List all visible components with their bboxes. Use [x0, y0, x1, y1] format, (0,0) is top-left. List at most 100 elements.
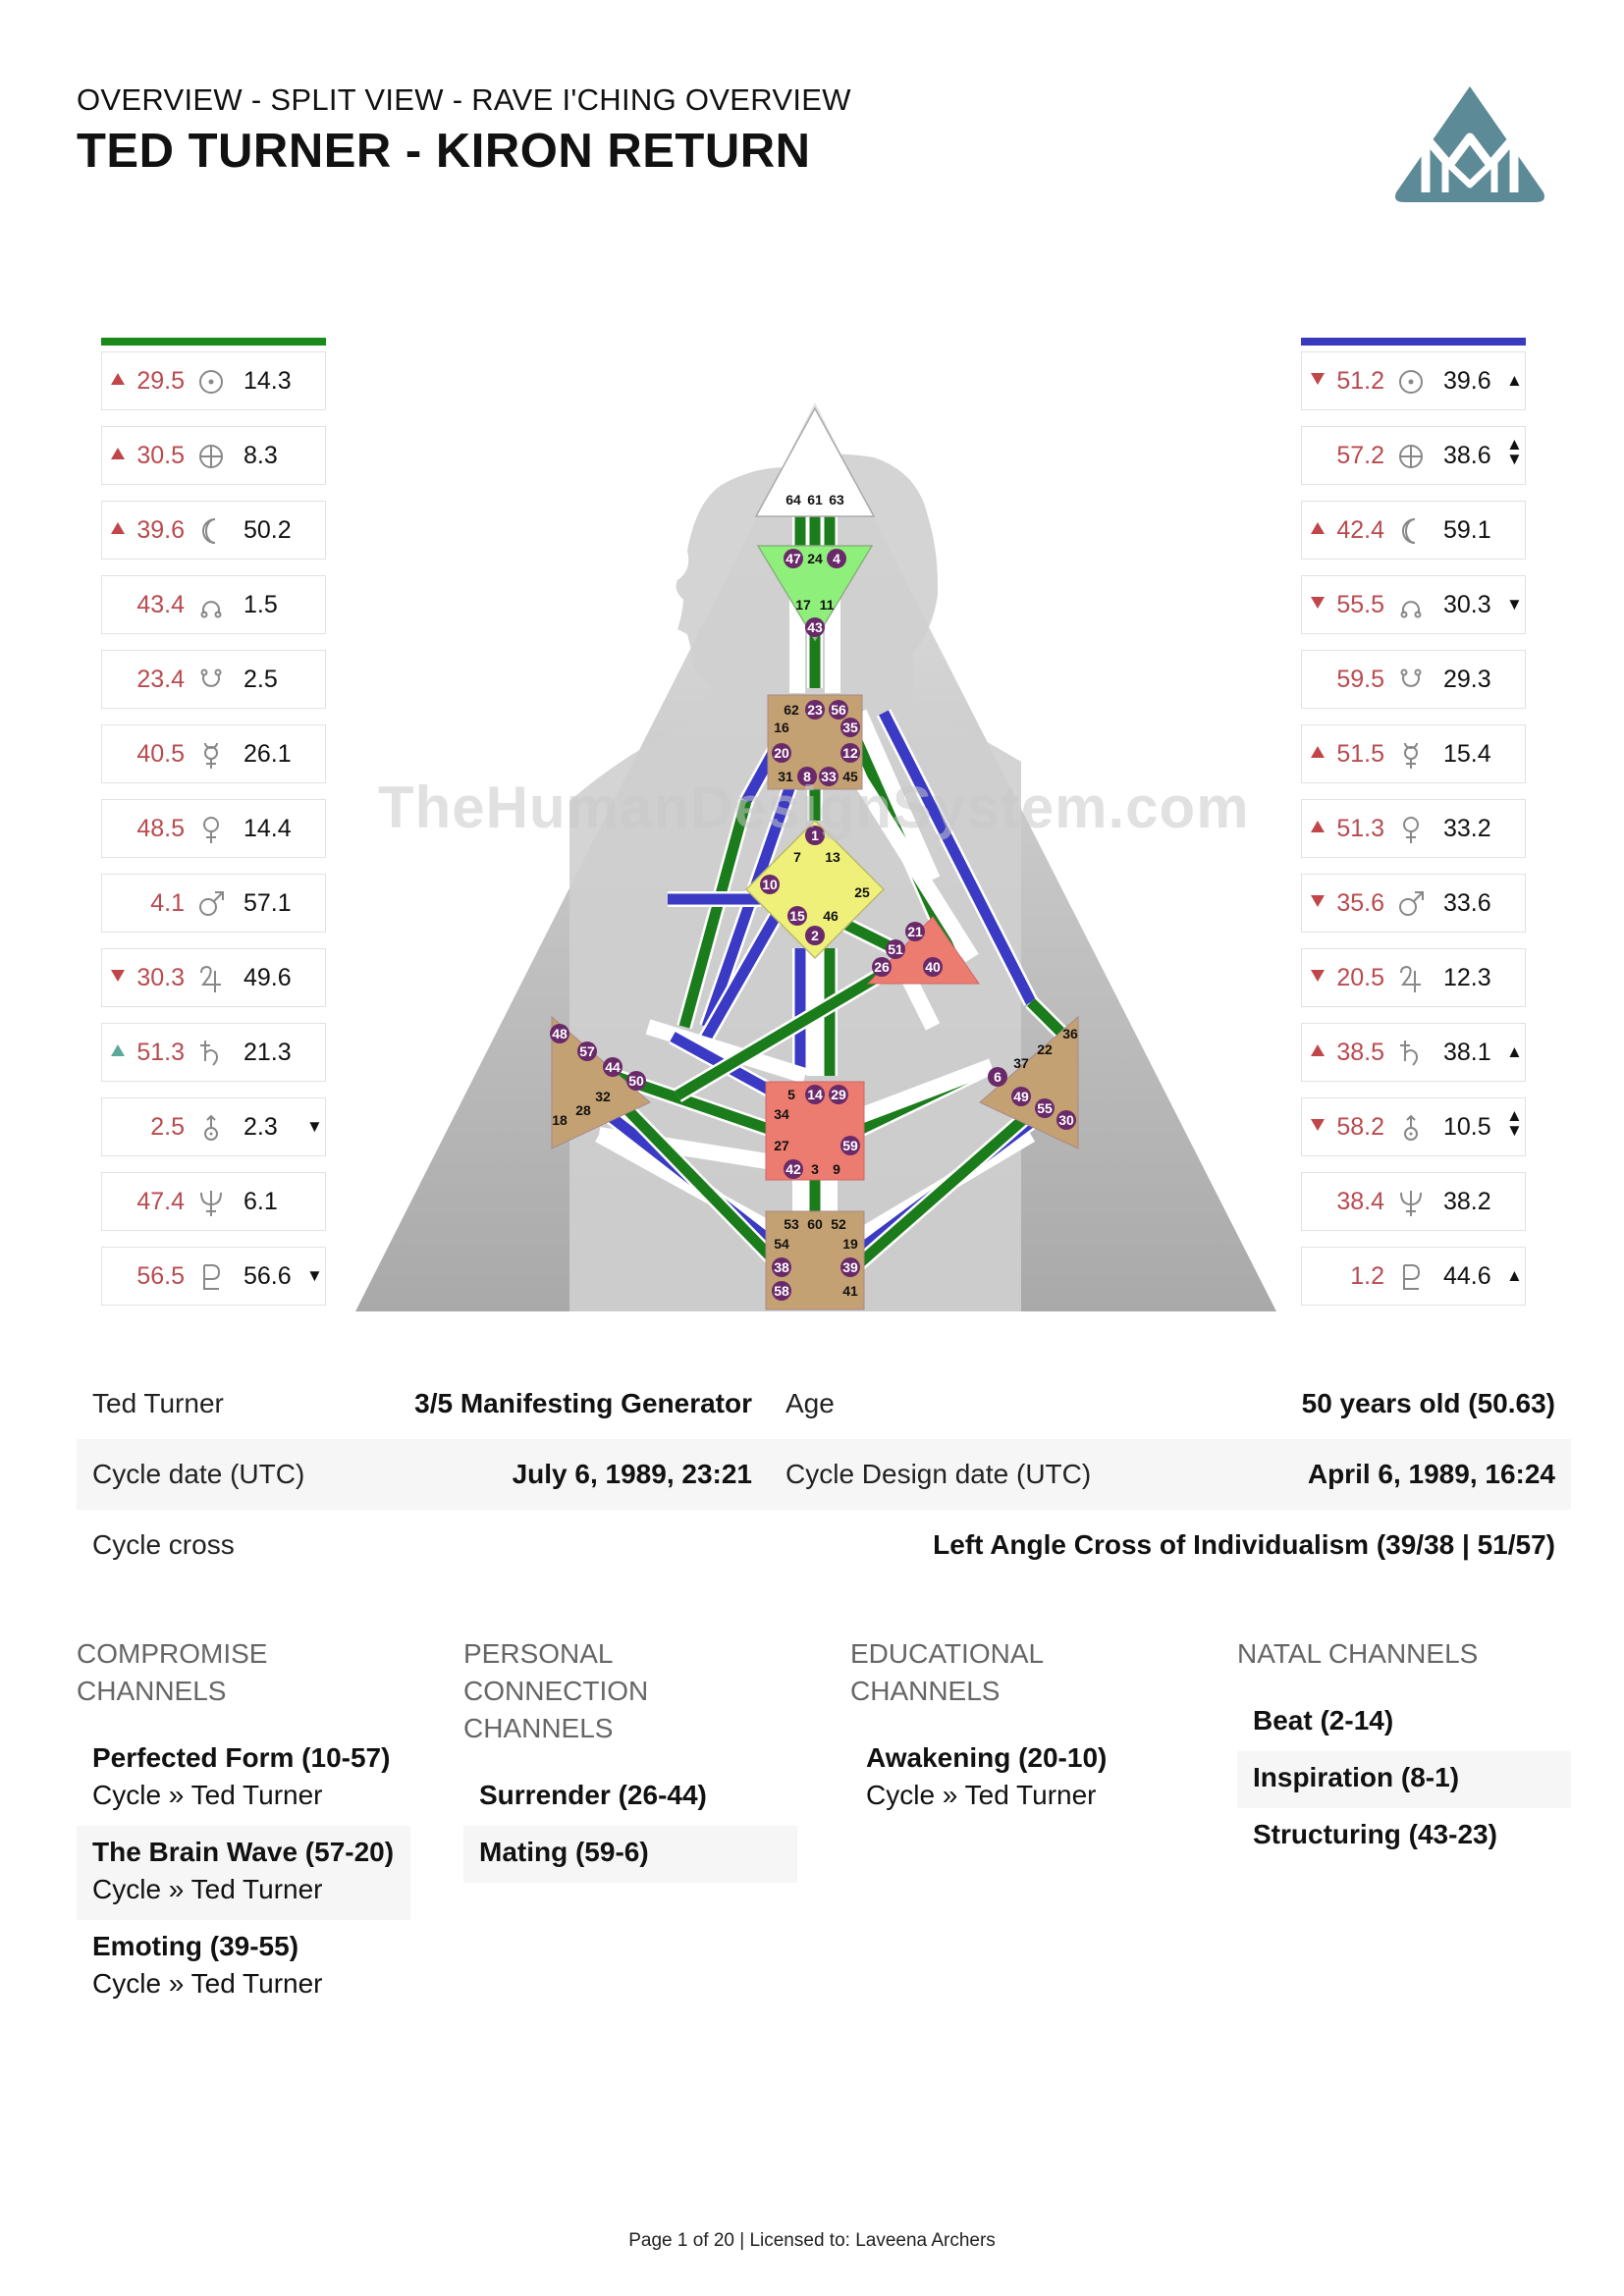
sun-icon: [199, 370, 223, 394]
arrow-down-icon: [1311, 597, 1325, 609]
gate-number: 5: [787, 1087, 795, 1102]
gate-number: 54: [774, 1236, 789, 1252]
cycle-cross-label: Cycle cross: [92, 1529, 235, 1560]
gate-circle: [787, 906, 807, 926]
channel-name: Inspiration (8-1): [1253, 1762, 1460, 1792]
personality-gate-value: 2.3: [244, 1113, 278, 1141]
personality-column-bar: [1301, 338, 1526, 346]
gate-number: 35: [842, 720, 858, 735]
personality-gate-value: 8.3: [244, 442, 278, 469]
gate-number: 43: [807, 619, 823, 635]
fixing-marker: ▲: [1506, 1042, 1523, 1061]
gate-number: 59: [842, 1138, 858, 1153]
gate-circle: [1056, 1110, 1076, 1130]
design-gate-value: 51.3: [136, 1039, 185, 1066]
gate-number: 2: [811, 928, 819, 943]
g-center: [744, 819, 886, 960]
gate-number: 14: [807, 1087, 823, 1102]
arrow-up-icon: [1311, 522, 1325, 534]
gate-number: 21: [907, 924, 923, 939]
arrow-up-icon: [111, 448, 125, 459]
personality-gate-value: 57.1: [244, 889, 292, 917]
channel-source: Cycle » Ted Turner: [866, 1780, 1097, 1810]
north-node-icon: [1400, 601, 1422, 618]
gate-circle: [772, 1257, 791, 1277]
arrow-down-icon: [1311, 970, 1325, 982]
gate-number: 17: [795, 597, 811, 613]
channel-item: Awakening (20-10)Cycle » Ted Turner: [850, 1732, 1184, 1826]
channel-line: [846, 1058, 995, 1128]
gate-number: 23: [807, 702, 823, 718]
gate-number: 36: [1062, 1026, 1078, 1041]
gate-number: 47: [785, 551, 801, 566]
pluto-icon: [1403, 1264, 1421, 1290]
gate-circle: [886, 939, 905, 959]
personality-gate-value: 10.5: [1443, 1113, 1491, 1141]
personality-gate-value: 14.4: [244, 815, 292, 842]
fixing-marker: ▼: [306, 1266, 323, 1285]
personality-gate-value: 59.1: [1443, 516, 1491, 544]
fixing-marker: ▲: [1506, 1266, 1523, 1285]
personality-gate-value: 14.3: [244, 367, 292, 395]
head-center: [754, 406, 876, 517]
gate-number: 60: [807, 1216, 823, 1232]
ajna-center: [756, 545, 874, 642]
gate-circle: [805, 700, 825, 720]
personality-planet-row: 42.4 59.1: [1301, 501, 1526, 560]
gate-number: 42: [785, 1161, 801, 1177]
saturn-icon: [200, 1041, 218, 1066]
channel-item: Surrender (26-44): [463, 1769, 797, 1826]
gate-circle: [840, 718, 860, 737]
channel-line: [845, 1091, 1055, 1277]
personal-channels: PERSONAL CONNECTION CHANNELS Surrender (…: [463, 1635, 797, 1883]
gate-circle: [772, 743, 791, 763]
arrow-down-icon: [1311, 895, 1325, 907]
gate-circle: [840, 743, 860, 763]
design-gate-value: 29.5: [136, 367, 185, 395]
gate-circle: [829, 700, 848, 720]
gate-number: 52: [831, 1216, 846, 1232]
uranus-icon: [204, 1114, 218, 1141]
watermark: TheHumanDesignSystem.com: [378, 774, 1250, 840]
arrow-up-icon: [1311, 746, 1325, 758]
person-name: Ted Turner: [92, 1388, 224, 1418]
arrow-down-icon: [1311, 373, 1325, 385]
gate-number: 58: [774, 1283, 789, 1299]
gate-number: 11: [820, 597, 835, 613]
gate-circle: [1035, 1098, 1055, 1118]
sun-icon: [1399, 370, 1423, 394]
person-type: 3/5 Manifesting Generator: [414, 1388, 752, 1418]
arrow-up-icon: [111, 373, 125, 385]
design-gate-value: 43.4: [136, 591, 185, 618]
gate-number: 22: [1037, 1041, 1053, 1057]
gate-circle: [805, 926, 825, 945]
channel-source: Cycle » Ted Turner: [92, 1968, 323, 1999]
channel-item: Emoting (39-55)Cycle » Ted Turner: [77, 1920, 410, 2014]
north-node-icon: [200, 601, 222, 618]
channel-item: Perfected Form (10-57)Cycle » Ted Turner: [77, 1732, 410, 1826]
gate-number: 19: [842, 1236, 858, 1252]
page-title: TED TURNER - KIRON RETURN: [77, 125, 811, 178]
design-gate-value: 56.5: [136, 1262, 185, 1290]
gate-number: 16: [774, 720, 789, 735]
design-gate-value: 51.3: [1336, 815, 1384, 842]
gate-circle: [603, 1057, 623, 1077]
design-gate-value: 42.4: [1336, 516, 1384, 544]
gate-circle: [827, 549, 846, 568]
personality-gate-value: 29.3: [1443, 666, 1491, 693]
personality-gate-value: 38.2: [1443, 1188, 1491, 1215]
gate-number: 32: [595, 1089, 611, 1104]
design-gate-value: 2.5: [150, 1113, 185, 1141]
channel-line: [1027, 998, 1064, 1036]
gate-circle: [550, 1024, 569, 1043]
design-gate-value: 51.2: [1336, 367, 1384, 395]
channel-line: [678, 799, 752, 1029]
gate-number: 13: [825, 849, 840, 865]
